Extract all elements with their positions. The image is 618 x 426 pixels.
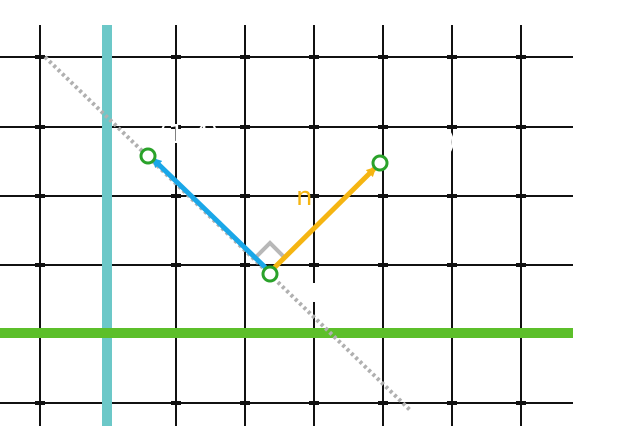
- point-p2: [371, 154, 389, 172]
- normal-vector: [268, 166, 377, 274]
- grid: [0, 25, 573, 426]
- label-p1: (1,4): [158, 120, 220, 150]
- label-normal: n: [296, 182, 312, 212]
- label-origin: P₀: [310, 279, 336, 309]
- label-p2: (-1,3): [385, 127, 456, 157]
- blue-vector: [151, 157, 272, 274]
- point-p1: [139, 147, 157, 165]
- right-angle-marker: [254, 240, 286, 259]
- point-origin: [261, 265, 279, 283]
